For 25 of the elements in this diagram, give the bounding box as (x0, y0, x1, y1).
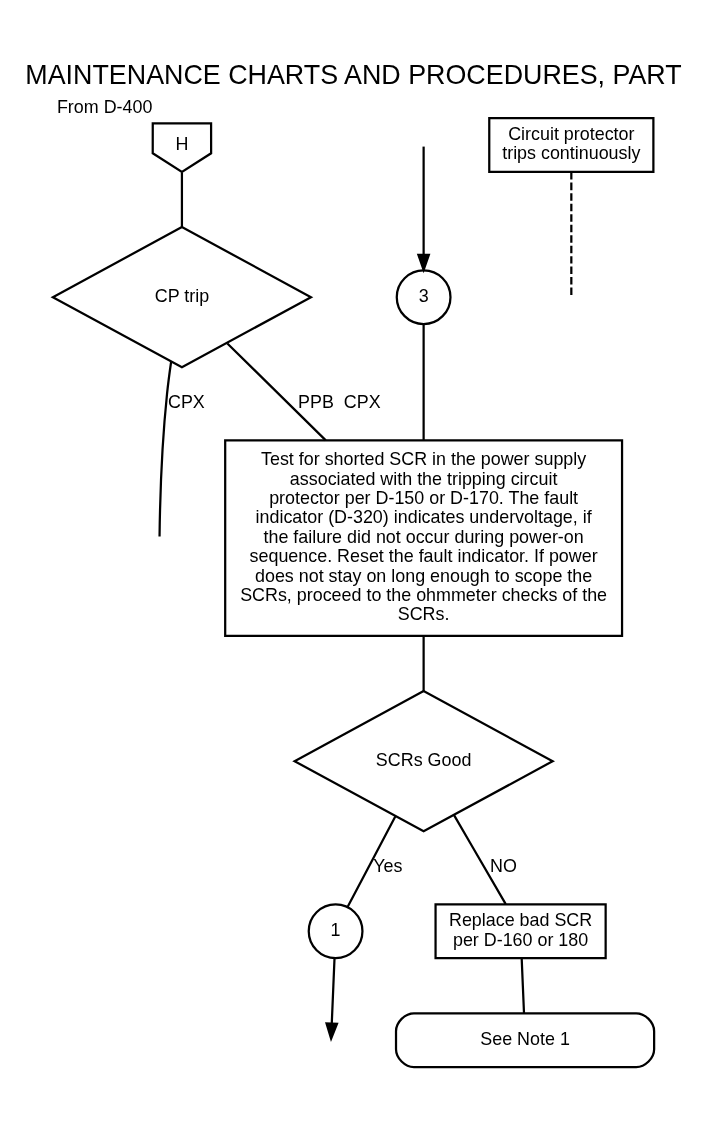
node-circle: 3 (395, 269, 452, 326)
node-label: From D-400 (56, 97, 153, 118)
connector (422, 324, 425, 440)
node-diamond: SCRs Good (292, 689, 556, 833)
edge-label: NO (490, 856, 517, 877)
diagram-title: MAINTENANCE CHARTS AND PROCEDURES, PART (25, 60, 682, 91)
connector (570, 172, 573, 296)
connector (422, 636, 425, 691)
connector (158, 361, 173, 537)
node-diamond: CP trip (50, 225, 314, 369)
edge-label: PPB CPX (298, 392, 381, 413)
connector (453, 814, 507, 905)
node-box: Test for shorted SCR in the power supply associated with the tripping circuit protector per D-150 or D-170. The fault indicator (D-320) indicates undervoltage, if the failure did not occur during power-on sequence. Reset the fault indicator. If power does not stay on long enough to scope the SCRs, proceed to the ohmmeter checks of the SCRs. (224, 439, 624, 637)
edge-label: Yes (373, 856, 403, 877)
connector (346, 815, 397, 908)
arrow (325, 958, 339, 1042)
connector (180, 172, 184, 228)
connector (520, 958, 526, 1014)
node-box: Circuit protector trips continuously (488, 117, 655, 173)
connector (226, 342, 327, 442)
node-circle: 1 (307, 903, 364, 960)
edge-label: CPX (168, 392, 205, 413)
arrow (416, 146, 431, 274)
node-box: See Note 1 (394, 1012, 656, 1069)
node-box: Replace bad SCR per D-160 or 180 (434, 903, 607, 960)
